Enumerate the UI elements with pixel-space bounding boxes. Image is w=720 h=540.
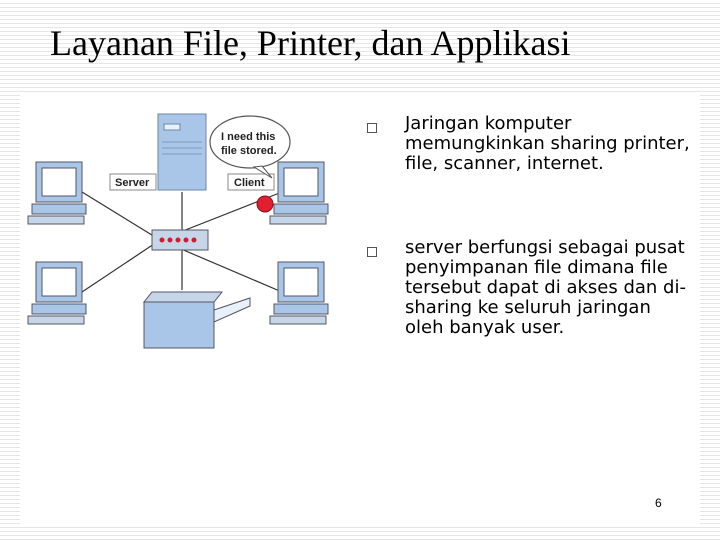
page-number: 6: [655, 496, 662, 510]
slide-title: Layanan File, Printer, dan Applikasi: [50, 23, 571, 63]
client-indicator-dot: [256, 195, 274, 213]
bubble-line-2: file stored.: [221, 145, 277, 157]
bullet-marker: [367, 247, 377, 257]
network-diagram: Server Client I need this file stored.: [22, 112, 342, 350]
workstation-icon: [27, 161, 87, 225]
client-label: Client: [234, 177, 265, 189]
hub-icon: [151, 229, 209, 251]
server-icon: [157, 113, 207, 191]
bubble-line-1: I need this: [221, 131, 275, 143]
workstation-icon: [269, 261, 329, 325]
bullet-marker: [367, 123, 377, 133]
server-label: Server: [115, 177, 150, 189]
bullet-text: server berfungsi sebagai pusat penyimpan…: [405, 237, 686, 338]
workstation-icon: [27, 261, 87, 325]
speech-bubble: I need this file stored.: [209, 115, 291, 179]
workstation-icon: [269, 161, 329, 225]
printer-icon: [142, 291, 251, 349]
bullet-text: Jaringan komputer memungkinkan sharing p…: [405, 113, 690, 174]
